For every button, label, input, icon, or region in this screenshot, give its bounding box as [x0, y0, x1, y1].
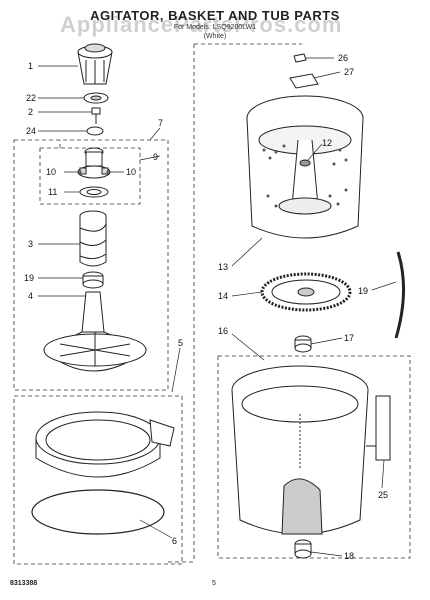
- basket-part: [246, 95, 364, 239]
- agitator-dogs-part: [77, 147, 111, 179]
- footer-part-number: 8313388: [10, 580, 38, 587]
- callout-10-right: 10: [126, 167, 136, 177]
- clip-part: [293, 53, 307, 63]
- callout-23: 22: [26, 93, 36, 103]
- callout-25: 25: [378, 490, 388, 500]
- seal-part: [294, 335, 312, 353]
- callout-10-left: 10: [46, 167, 56, 177]
- callout-14: 14: [218, 291, 228, 301]
- model-line: For Models: LSQ9200LW1: [173, 24, 257, 31]
- pressure-tube-part: [366, 395, 391, 461]
- callout-27: 27: [344, 67, 354, 77]
- ring-wire-part: [31, 489, 165, 535]
- callout-labels: 1 22 2 24 7 9 10 10 11 3 19 4 5 6 26 27 …: [24, 53, 388, 561]
- balance-ring-part: [260, 272, 352, 312]
- hose-part: [394, 251, 405, 339]
- callout-5: 5: [178, 338, 183, 348]
- group-box-16: [217, 355, 411, 559]
- callout-22: 19: [24, 273, 34, 283]
- watermark: AppliancePartsPros.com: [60, 12, 343, 37]
- callout-9: 9: [153, 152, 158, 162]
- group-box-5: [13, 395, 183, 565]
- nut-part: [289, 73, 319, 89]
- callout-17: 17: [344, 333, 354, 343]
- color-line: (White): [203, 33, 227, 40]
- callout-12: 12: [322, 138, 332, 148]
- auger-part: [79, 210, 107, 267]
- page-title: AGITATOR, BASKET AND TUB PARTS: [90, 8, 340, 23]
- callout-11: 11: [48, 187, 57, 197]
- group-box-7: [13, 139, 169, 391]
- footer-page-number: 5: [212, 580, 216, 587]
- washer-part: [86, 126, 104, 136]
- callout-6: 6: [172, 536, 177, 546]
- callout-1: 1: [28, 61, 33, 71]
- dog-retainer-part: [79, 186, 109, 198]
- agitator-base-part: [43, 291, 147, 372]
- cam-part: [83, 92, 109, 104]
- callout-26: 26: [338, 53, 348, 63]
- tub-part: [231, 365, 369, 535]
- bearing-part: [82, 271, 104, 289]
- bolt-part: [91, 107, 101, 124]
- callout-13: 13: [218, 262, 228, 272]
- tub-ring-part: [35, 411, 175, 478]
- callout-7: 7: [158, 118, 163, 128]
- callout-3: 3: [28, 239, 33, 249]
- callout-16: 16: [218, 326, 228, 336]
- callout-24: 24: [26, 126, 36, 136]
- callout-2: 2: [28, 107, 33, 117]
- callout-19: 19: [358, 286, 368, 296]
- callout-18: 18: [344, 551, 354, 561]
- agitator-cap-part: [77, 43, 113, 85]
- callout-4: 4: [28, 291, 33, 301]
- leader-lines: [38, 57, 397, 557]
- tub-nut-part: [294, 539, 312, 559]
